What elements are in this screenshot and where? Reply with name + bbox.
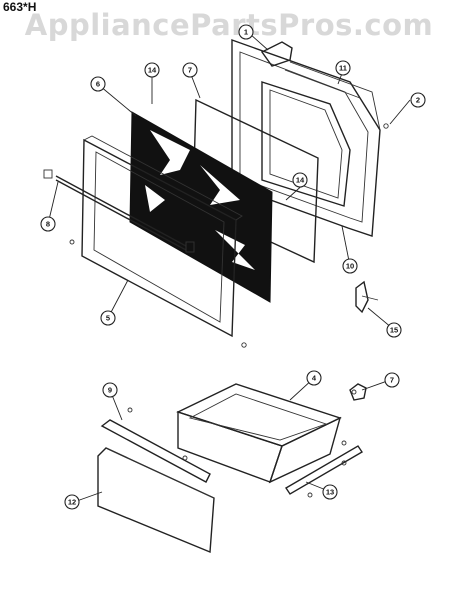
callout-1: 1 <box>238 24 254 40</box>
callout-15: 15 <box>386 322 402 338</box>
svg-text:9: 9 <box>108 386 112 395</box>
callout-6: 6 <box>90 76 106 92</box>
callout-7-upper: 7 <box>182 62 198 78</box>
svg-text:4: 4 <box>312 374 317 383</box>
callout-13: 13 <box>322 484 338 500</box>
svg-text:13: 13 <box>326 488 334 497</box>
svg-text:11: 11 <box>339 64 347 73</box>
svg-text:7: 7 <box>188 66 192 75</box>
part-7-glide <box>349 383 367 401</box>
callout-4: 4 <box>306 370 322 386</box>
svg-text:12: 12 <box>68 498 76 507</box>
svg-text:6: 6 <box>96 80 100 89</box>
part-13-rail <box>285 445 363 495</box>
part-12-drawer-front <box>97 447 215 554</box>
svg-text:1: 1 <box>244 28 248 37</box>
callout-10: 10 <box>342 258 358 274</box>
svg-text:15: 15 <box>390 326 398 335</box>
watermark-text: AppliancePartsPros.com <box>24 8 434 42</box>
part-4-drawer <box>176 383 342 484</box>
callout-12: 12 <box>64 494 80 510</box>
callout-7-lower: 7 <box>384 372 400 388</box>
svg-text:14: 14 <box>296 176 305 185</box>
callout-14-upper: 14 <box>144 62 160 78</box>
svg-text:7: 7 <box>390 376 394 385</box>
svg-text:8: 8 <box>46 220 50 229</box>
part-1-bracket <box>260 41 293 67</box>
part-15-latch <box>355 280 379 314</box>
svg-text:10: 10 <box>346 262 354 271</box>
part-6-glass <box>129 111 273 303</box>
callout-14-lower: 14 <box>292 172 308 188</box>
svg-text:2: 2 <box>416 96 420 105</box>
callout-9: 9 <box>102 382 118 398</box>
part-9-bracket <box>100 419 211 483</box>
callout-5: 5 <box>100 310 116 326</box>
part-5-door-frame <box>81 135 243 338</box>
callout-2: 2 <box>410 92 426 108</box>
callout-11: 11 <box>335 60 351 76</box>
svg-text:14: 14 <box>148 66 157 75</box>
part-8-handle <box>43 169 195 253</box>
callout-8: 8 <box>40 216 56 232</box>
svg-text:5: 5 <box>106 314 110 323</box>
model-number: 663*H <box>3 0 37 14</box>
